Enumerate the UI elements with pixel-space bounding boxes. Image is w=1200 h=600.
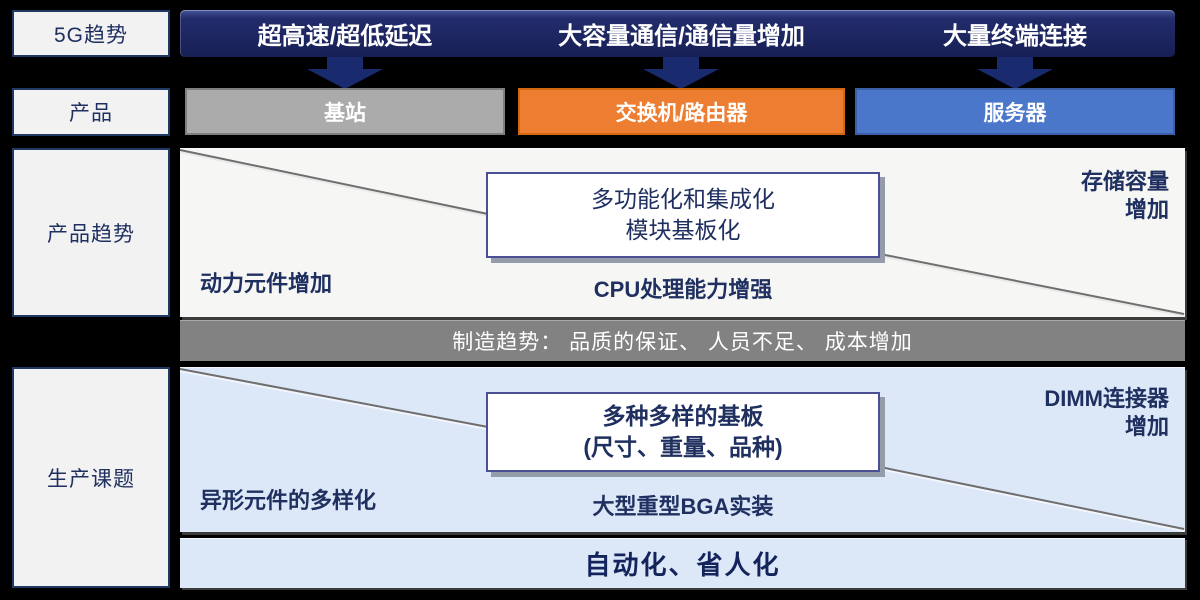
product-box-server: 服务器 — [855, 88, 1175, 135]
bga-mounting-note: 大型重型BGA实装 — [592, 493, 774, 519]
power-components-note: 动力元件增加 — [200, 270, 333, 296]
callout-line1: 多功能化和集成化 — [591, 185, 775, 212]
product-box-server-label: 服务器 — [983, 101, 1047, 125]
automation-bar-text: 自动化、省人化 — [584, 549, 781, 580]
product-box-switch-router-label: 交换机/路由器 — [615, 101, 748, 125]
trend-item-speed: 超高速/超低延迟 — [257, 23, 433, 50]
production-issues-callout: 多种多样的基板 (尺寸、重量、品种) — [486, 392, 880, 472]
trend-item-terminals: 大量终端连接 — [943, 23, 1087, 50]
manufacturing-trend-text: 制造趋势： 品质的保证、 人员不足、 成本增加 — [452, 331, 913, 354]
row-label-production: 生产课题 — [12, 367, 170, 588]
issues-diagonal-lines — [180, 368, 1185, 532]
production-issues-panel: 多种多样的基板 (尺寸、重量、品种) DIMM连接器 增加 异形元件的多样化 大… — [180, 367, 1185, 532]
storage-capacity-line2: 增加 — [1124, 196, 1169, 222]
callout-line1: 多种多样的基板 — [602, 402, 764, 429]
row-label-5g-trend-text: 5G趋势 — [53, 23, 128, 47]
product-box-base-station: 基站 — [185, 88, 505, 135]
irregular-components-note: 异形元件的多样化 — [200, 487, 377, 513]
row-label-product: 产品 — [12, 88, 170, 136]
dimm-connector-line1: DIMM连接器 — [1044, 386, 1169, 411]
automation-bar: 自动化、省人化 — [180, 538, 1185, 588]
callout-line2: (尺寸、重量、品种) — [583, 434, 783, 460]
down-arrow-icon — [977, 57, 1053, 89]
down-arrow-icon — [307, 57, 383, 89]
callout-line2: 模块基板化 — [625, 217, 741, 243]
row-label-product-text: 产品 — [69, 102, 113, 125]
down-arrow-icon — [643, 57, 719, 89]
trend-bar: 超高速/超低延迟 大容量通信/通信量增加 大量终端连接 — [180, 10, 1175, 57]
product-box-base-station-label: 基站 — [324, 101, 366, 125]
product-box-switch-router: 交换机/路由器 — [518, 88, 845, 135]
manufacturing-trend-bar: 制造趋势： 品质的保证、 人员不足、 成本增加 — [180, 320, 1185, 361]
trend-diagonal-lines — [180, 149, 1185, 317]
product-trends-callout: 多功能化和集成化 模块基板化 — [486, 172, 880, 258]
row-label-5g-trend: 5G趋势 — [12, 10, 170, 57]
row-label-product-trend: 产品趋势 — [12, 148, 170, 317]
row-label-product-trend-text: 产品趋势 — [47, 222, 135, 246]
cpu-power-note: CPU处理能力增强 — [593, 276, 773, 302]
trend-item-capacity: 大容量通信/通信量增加 — [558, 23, 805, 50]
storage-capacity-line1: 存储容量 — [1080, 169, 1169, 194]
row-label-production-text: 生产课题 — [47, 467, 135, 491]
product-trends-panel: 多功能化和集成化 模块基板化 存储容量 增加 动力元件增加 CPU处理能力增强 — [180, 148, 1185, 317]
dimm-connector-line2: 增加 — [1124, 413, 1169, 439]
storage-capacity-note: 存储容量 增加 — [1081, 168, 1169, 223]
dimm-connector-note: DIMM连接器 增加 — [1044, 385, 1169, 440]
